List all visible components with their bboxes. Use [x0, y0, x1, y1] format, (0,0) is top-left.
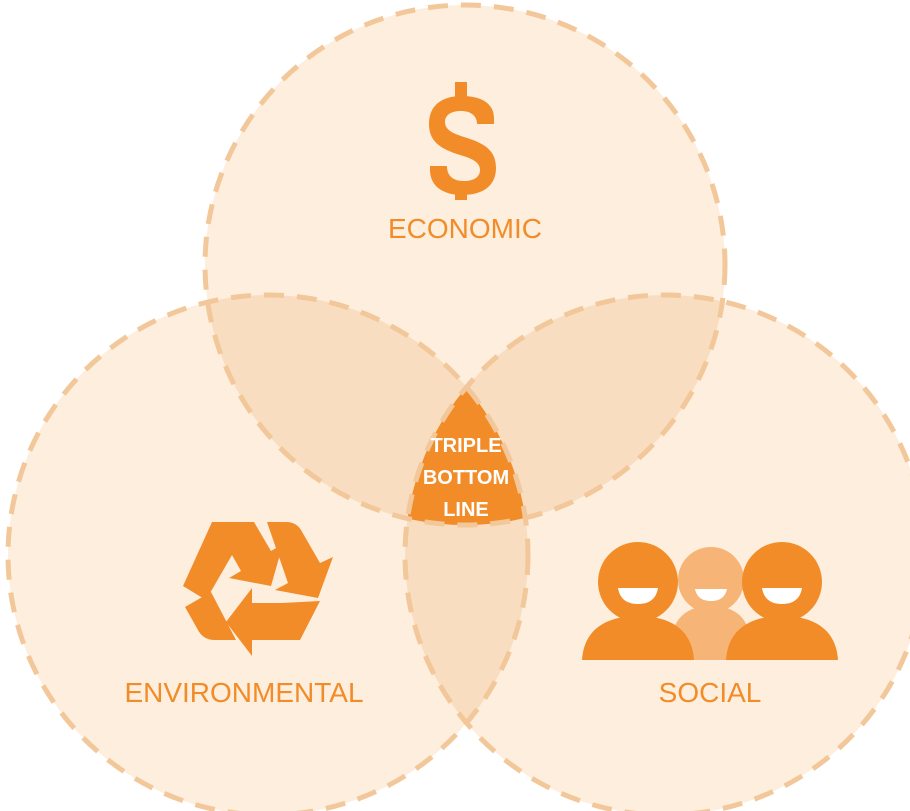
center-line-3: LINE	[443, 499, 489, 521]
economic-label: ECONOMIC	[388, 213, 542, 244]
center-title: TRIPLE BOTTOM LINE	[423, 435, 509, 521]
economic-environmental-overlap	[205, 295, 528, 525]
people-icon	[582, 542, 838, 660]
social-label: SOCIAL	[659, 677, 762, 708]
center-line-2: BOTTOM	[423, 467, 509, 489]
social-outline	[402, 292, 910, 811]
environmental-label: ENVIRONMENTAL	[124, 677, 363, 708]
dollar-icon	[429, 82, 496, 200]
economic-outline	[202, 2, 728, 528]
environmental-outline	[5, 292, 531, 811]
center-line-1: TRIPLE	[430, 435, 501, 457]
economic-social-overlap	[405, 295, 725, 525]
recycle-icon	[183, 522, 333, 656]
